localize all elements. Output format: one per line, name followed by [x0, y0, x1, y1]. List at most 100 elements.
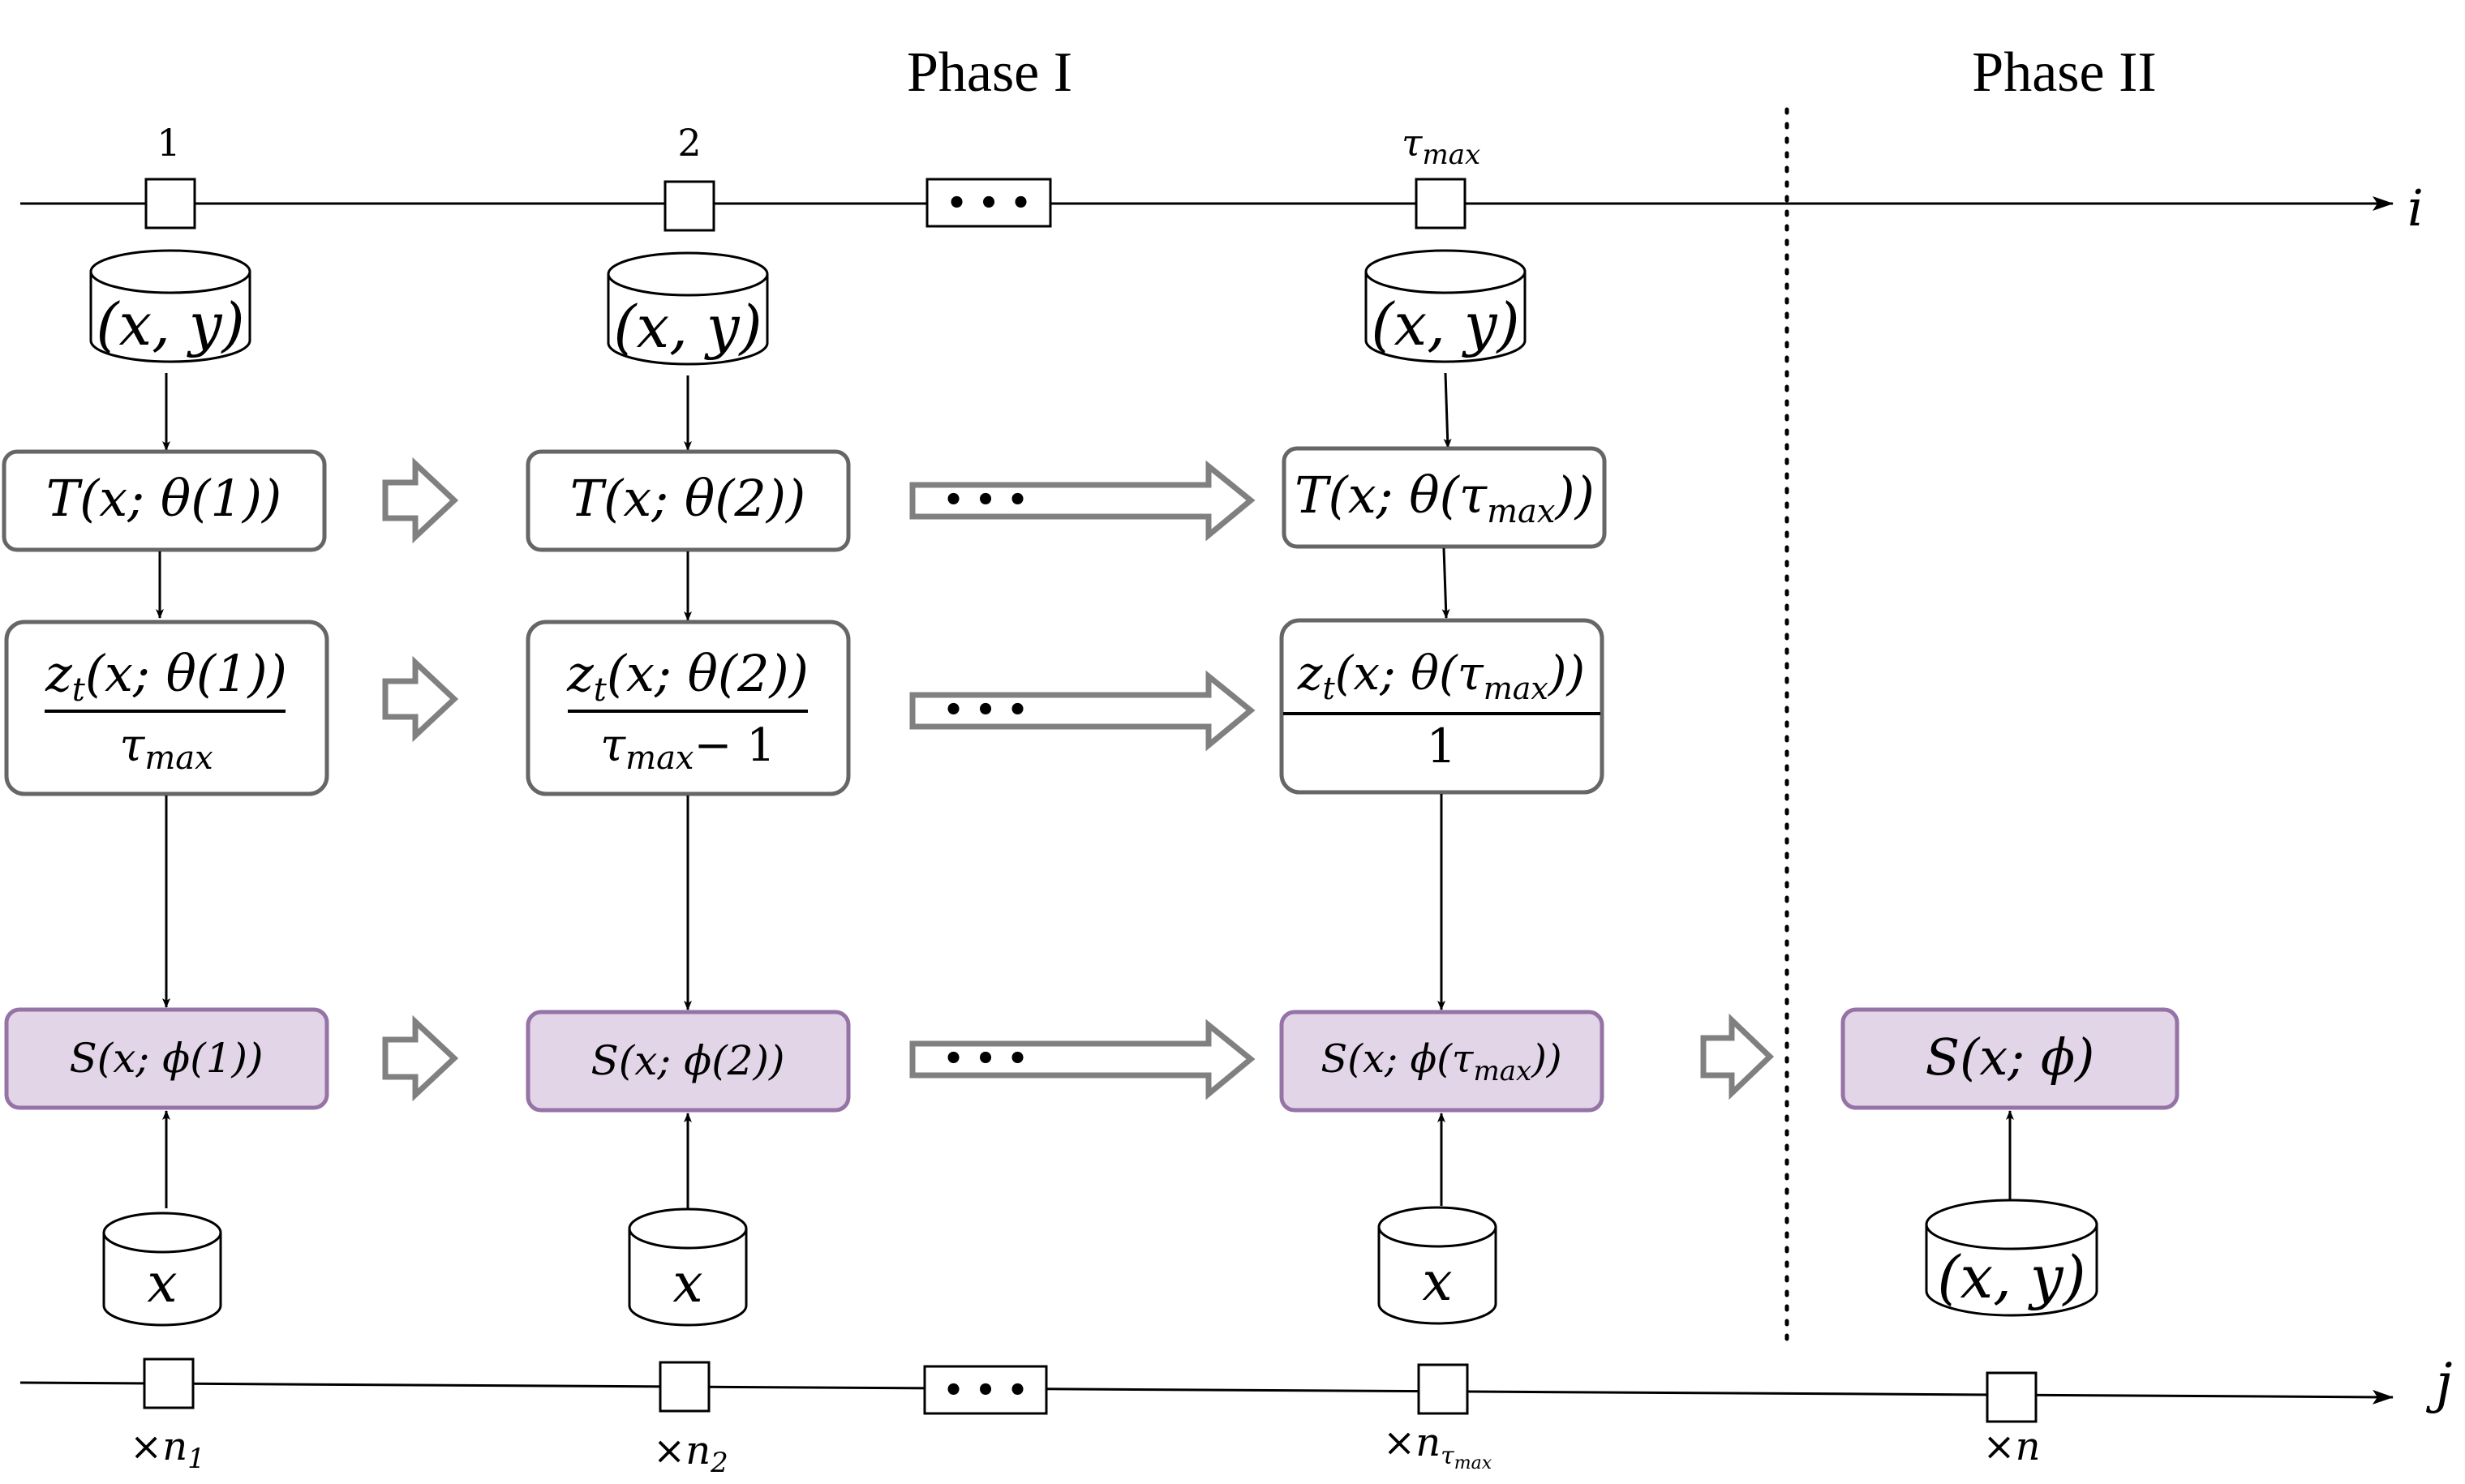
progress-arrow-teacher-1 — [382, 457, 459, 544]
ratio-1-tau: τ — [119, 719, 145, 772]
nmax-subscript: τ — [1441, 1442, 1454, 1470]
student-tmax-post: )) — [1531, 1036, 1561, 1082]
dataset-x-1: x — [102, 1212, 222, 1327]
dataset-xy-1: (x, y) — [89, 249, 251, 363]
teacher-tmax-label: T(x; θ(τmax)) — [1295, 465, 1595, 530]
teacher-tmax-pre: T(x; θ(τ — [1295, 465, 1488, 525]
teacher-1-label: T(x; θ(1)) — [46, 469, 281, 528]
dataset-xy-tmax: (x, y) — [1364, 249, 1527, 363]
bottom-tick-n — [1986, 1371, 2038, 1423]
ratio-tmax-num-post: )) — [1547, 645, 1585, 701]
student-final-label: S(x; ϕ) — [1926, 1027, 2095, 1087]
bottom-tick-1 — [143, 1357, 195, 1409]
ratio-tmax-denominator: 1 — [1427, 718, 1457, 774]
student-2-label: S(x; ϕ(2)) — [590, 1037, 784, 1084]
bottom-tick-2-label: ×n2 — [653, 1428, 728, 1479]
bottom-axis-label: j — [2425, 1352, 2452, 1414]
ratio-2-denominator: τmax− 1 — [600, 719, 775, 777]
bottom-ellipsis-box — [923, 1365, 1048, 1415]
dataset-xy-final-label: (x, y) — [1937, 1243, 2085, 1311]
dataset-xy-1-label: (x, y) — [96, 290, 244, 358]
progress-arrow-student-long — [909, 1019, 1256, 1100]
n2-subscript: 2 — [710, 1447, 728, 1479]
nmax-subsubscript: max — [1454, 1453, 1492, 1473]
ratio-2-tau: τ — [600, 719, 626, 772]
top-ellipsis-box — [925, 178, 1052, 228]
progress-arrow-student-1 — [382, 1014, 459, 1102]
student-ellipsis: • • • — [943, 1040, 1029, 1078]
ratio-2: zt(x; θ(2)) τmax− 1 — [526, 620, 851, 796]
n1-subscript: 1 — [187, 1443, 205, 1475]
top-tick-tmax — [1415, 178, 1467, 229]
top-tick-1-label: 1 — [157, 121, 180, 165]
teacher-2: T(x; θ(2)) — [526, 449, 851, 552]
arrow-teacher-to-ratio-tmax — [1441, 547, 1450, 619]
bottom-tick-2 — [659, 1361, 711, 1413]
ratio-1: zt(x; θ(1)) τmax — [4, 620, 329, 796]
bottom-tick-1-label: ×n1 — [130, 1424, 205, 1475]
dataset-xy-2-label: (x, y) — [613, 293, 762, 361]
teacher-2-label: T(x; θ(2)) — [570, 469, 805, 528]
bottom-tick-tmax — [1417, 1363, 1469, 1415]
times-nmax: ×n — [1383, 1420, 1441, 1465]
phase-2-label: Phase II — [1972, 41, 2156, 104]
ratio-tmax-num-pre: (x; θ(τ — [1335, 645, 1484, 701]
dataset-x-2: x — [628, 1207, 748, 1327]
dataset-x-tmax: x — [1377, 1206, 1497, 1325]
bottom-ellipsis: • • • — [943, 1371, 1029, 1409]
student-1-label: S(x; ϕ(1)) — [69, 1035, 263, 1082]
phase-1-label: Phase I — [907, 41, 1072, 104]
ratio-2-minus-one: − 1 — [694, 719, 775, 772]
top-tick-1 — [144, 178, 196, 229]
arrow-data-to-teacher-tmax — [1443, 372, 1452, 448]
progress-arrow-ratio-long — [909, 670, 1256, 752]
top-ellipsis: • • • — [947, 184, 1032, 222]
ratio-1-num-rest: (x; θ(1)) — [85, 644, 287, 703]
teacher-1: T(x; θ(1)) — [2, 449, 327, 552]
ratio-2-num-rest: (x; θ(2)) — [607, 644, 809, 703]
times-n2: ×n — [653, 1428, 711, 1473]
dataset-xy-tmax-label: (x, y) — [1371, 290, 1519, 358]
top-tick-tmax-label: τmax — [1402, 121, 1480, 171]
ratio-2-z: z — [566, 644, 594, 703]
progress-arrow-student-final — [1700, 1013, 1775, 1100]
student-tmax-sub: max — [1473, 1055, 1531, 1087]
progress-arrow-ratio-1 — [382, 655, 459, 743]
ratio-1-numerator: zt(x; θ(1)) — [45, 644, 287, 709]
bottom-tick-tmax-label: ×nτmax — [1383, 1420, 1492, 1473]
top-tick-2 — [663, 180, 715, 232]
top-tick-2-label: 2 — [677, 121, 701, 165]
student-tmax-label: S(x; ϕ(τmax)) — [1321, 1036, 1561, 1087]
progress-arrow-teacher-long — [909, 460, 1256, 542]
dataset-xy-2: (x, y) — [607, 251, 769, 366]
dataset-x-tmax-label: x — [1422, 1250, 1452, 1313]
ratio-2-z-sub: t — [594, 671, 608, 709]
dataset-x-2-label: x — [672, 1252, 702, 1315]
ratio-1-z: z — [45, 644, 72, 703]
top-axis-label: i — [2407, 178, 2424, 238]
ratio-2-numerator: zt(x; θ(2)) — [566, 644, 809, 709]
teacher-ellipsis: • • • — [943, 481, 1029, 519]
teacher-tmax-sub: max — [1487, 493, 1555, 530]
ratio-tmax: zt(x; θ(τmax)) 1 — [1279, 618, 1604, 795]
ratio-2-tau-sub: max — [625, 740, 694, 777]
bottom-axis: j ×n1 ×n2 • • • ×nτmax ×n — [19, 1352, 2452, 1479]
student-tmax-pre: S(x; ϕ(τ — [1321, 1036, 1475, 1082]
teacher-tmax-post: )) — [1553, 465, 1594, 525]
ratio-tmax-z-sub: t — [1322, 671, 1335, 706]
bottom-tick-n-label: ×n — [1982, 1424, 2040, 1469]
student-final: S(x; ϕ) — [1840, 1007, 2179, 1110]
times-n1: ×n — [130, 1424, 187, 1469]
student-tmax: S(x; ϕ(τmax)) — [1279, 1010, 1604, 1113]
ratio-ellipsis: • • • — [943, 691, 1029, 729]
student-2: S(x; ϕ(2)) — [526, 1010, 851, 1113]
ratio-tmax-z: z — [1297, 645, 1323, 701]
ratio-1-denominator: τmax — [119, 719, 213, 777]
ratio-tmax-num-sub: max — [1484, 671, 1548, 706]
dataset-x-1-label: x — [147, 1252, 177, 1315]
progression-arrows — [382, 457, 1775, 1102]
ratio-1-z-sub: t — [72, 671, 86, 709]
ratio-tmax-numerator: zt(x; θ(τmax)) — [1297, 645, 1585, 706]
student-1: S(x; ϕ(1)) — [4, 1007, 329, 1110]
